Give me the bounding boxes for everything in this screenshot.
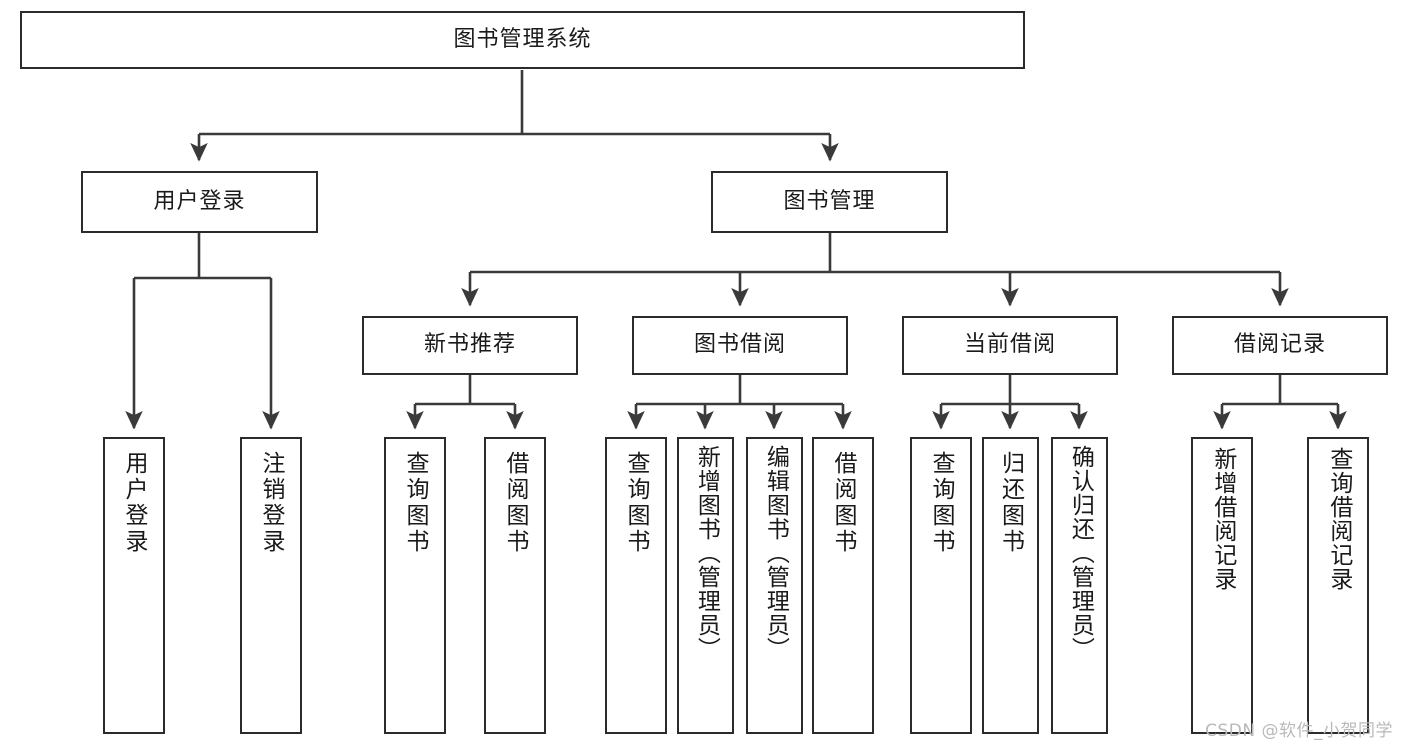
csdn-watermark: CSDN @软件_小贺同学 <box>1205 721 1393 741</box>
node-new-book-recommend-label: 新书推荐 <box>423 332 516 358</box>
node-leaf-add-book-admin[interactable]: 新增图书（管理员） <box>677 437 734 734</box>
node-leaf-confirm-return-admin[interactable]: 确认归还（管理员） <box>1051 437 1108 734</box>
node-book-borrow[interactable]: 图书借阅 <box>632 316 848 375</box>
node-leaf-add-book-admin-label: 新增图书（管理员） <box>693 445 720 661</box>
node-borrow-record[interactable]: 借阅记录 <box>1172 316 1388 375</box>
node-leaf-add-borrow-record-label: 新增借阅记录 <box>1209 447 1236 591</box>
node-leaf-query-book-1[interactable]: 查询图书 <box>384 437 446 734</box>
node-leaf-query-borrow-record[interactable]: 查询借阅记录 <box>1307 437 1369 734</box>
node-leaf-query-book-3[interactable]: 查询图书 <box>910 437 972 734</box>
node-leaf-borrow-book-2[interactable]: 借阅图书 <box>812 437 874 734</box>
node-leaf-return-book-label: 归还图书 <box>997 451 1024 555</box>
node-leaf-user-login[interactable]: 用户登录 <box>103 437 165 734</box>
node-current-borrow[interactable]: 当前借阅 <box>902 316 1118 375</box>
node-leaf-query-book-2-label: 查询图书 <box>623 451 650 555</box>
node-leaf-logout-login-label: 注销登录 <box>258 451 285 555</box>
node-leaf-borrow-book-2-label: 借阅图书 <box>830 451 857 555</box>
node-book-manage[interactable]: 图书管理 <box>711 171 948 233</box>
node-leaf-query-book-1-label: 查询图书 <box>402 451 429 555</box>
node-leaf-borrow-book-1[interactable]: 借阅图书 <box>484 437 546 734</box>
node-leaf-query-book-3-label: 查询图书 <box>928 451 955 555</box>
node-current-borrow-label: 当前借阅 <box>963 332 1056 358</box>
node-root[interactable]: 图书管理系统 <box>20 11 1025 69</box>
node-new-book-recommend[interactable]: 新书推荐 <box>362 316 578 375</box>
node-leaf-borrow-book-1-label: 借阅图书 <box>502 451 529 555</box>
node-leaf-user-login-label: 用户登录 <box>121 451 148 555</box>
node-user-login-label: 用户登录 <box>153 188 246 214</box>
node-leaf-query-borrow-record-label: 查询借阅记录 <box>1325 447 1352 591</box>
node-book-manage-label: 图书管理 <box>783 188 876 214</box>
node-leaf-edit-book-admin[interactable]: 编辑图书（管理员） <box>746 437 803 734</box>
node-leaf-logout-login[interactable]: 注销登录 <box>240 437 302 734</box>
node-leaf-query-book-2[interactable]: 查询图书 <box>605 437 667 734</box>
node-borrow-record-label: 借阅记录 <box>1233 332 1326 358</box>
node-leaf-return-book[interactable]: 归还图书 <box>982 437 1039 734</box>
node-book-borrow-label: 图书借阅 <box>693 332 786 358</box>
node-leaf-edit-book-admin-label: 编辑图书（管理员） <box>762 445 789 661</box>
node-root-label: 图书管理系统 <box>453 26 592 52</box>
node-leaf-add-borrow-record[interactable]: 新增借阅记录 <box>1191 437 1253 734</box>
node-leaf-confirm-return-admin-label: 确认归还（管理员） <box>1067 445 1094 661</box>
node-user-login[interactable]: 用户登录 <box>81 171 318 233</box>
